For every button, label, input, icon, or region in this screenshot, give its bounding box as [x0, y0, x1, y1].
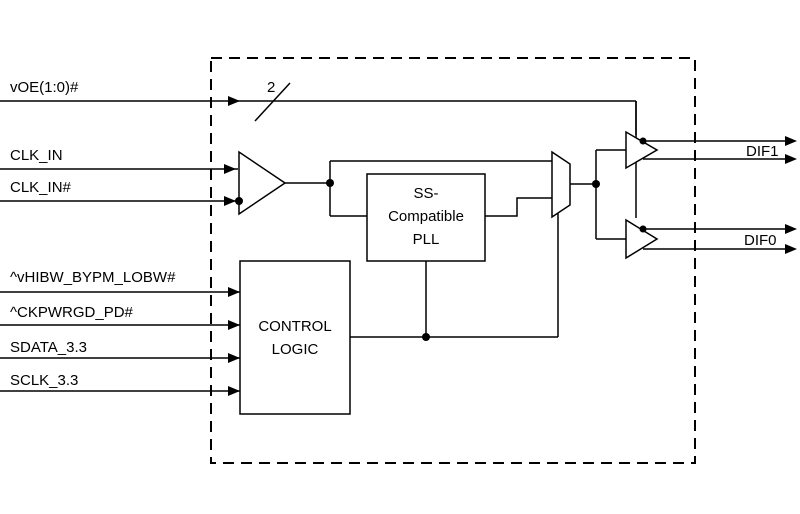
control-logic-block	[239, 260, 351, 415]
bus-width-label: 2	[267, 79, 275, 96]
output-buffer-dif1	[625, 130, 659, 170]
control-bus-wires	[350, 203, 559, 338]
input-label-clk-in-n: CLK_IN#	[10, 179, 72, 196]
control-node-dot	[422, 333, 430, 341]
control-label-line1: CONTROL	[258, 318, 331, 335]
input-label-ckpwrgd: ^CKPWRGD_PD#	[10, 304, 134, 321]
control-label-line2: LOGIC	[272, 341, 319, 358]
clk-input-lines	[0, 164, 238, 206]
input-label-sdata: SDATA_3.3	[10, 339, 87, 356]
output-buffer-dif0	[625, 218, 659, 260]
input-label-sclk: SCLK_3.3	[10, 372, 78, 389]
input-buffer	[238, 150, 287, 216]
output-lines-dif0	[643, 224, 797, 254]
output-lines-dif1	[643, 136, 797, 164]
pll-label-line2: Compatible	[388, 208, 464, 225]
input-label-vhibw: ^vHIBW_BYPM_LOBW#	[10, 269, 176, 286]
clock-node-dot	[326, 179, 334, 187]
chip-boundary	[210, 57, 696, 464]
clock-path-wires	[285, 160, 552, 217]
output-label-dif0: DIF0	[744, 232, 777, 249]
input-label-voe: vOE(1:0)#	[10, 79, 79, 96]
input-label-clk-in: CLK_IN	[10, 147, 63, 164]
pll-block	[366, 173, 486, 262]
bypass-mux	[551, 150, 571, 219]
fanout-wires	[570, 149, 626, 240]
pll-label-line3: PLL	[413, 231, 440, 248]
fanout-node-dot	[592, 180, 600, 188]
control-input-lines	[0, 287, 240, 396]
pll-label-line1: SS-	[413, 185, 438, 202]
output-label-dif1: DIF1	[746, 143, 779, 160]
input-inversion-bubble	[235, 197, 243, 205]
